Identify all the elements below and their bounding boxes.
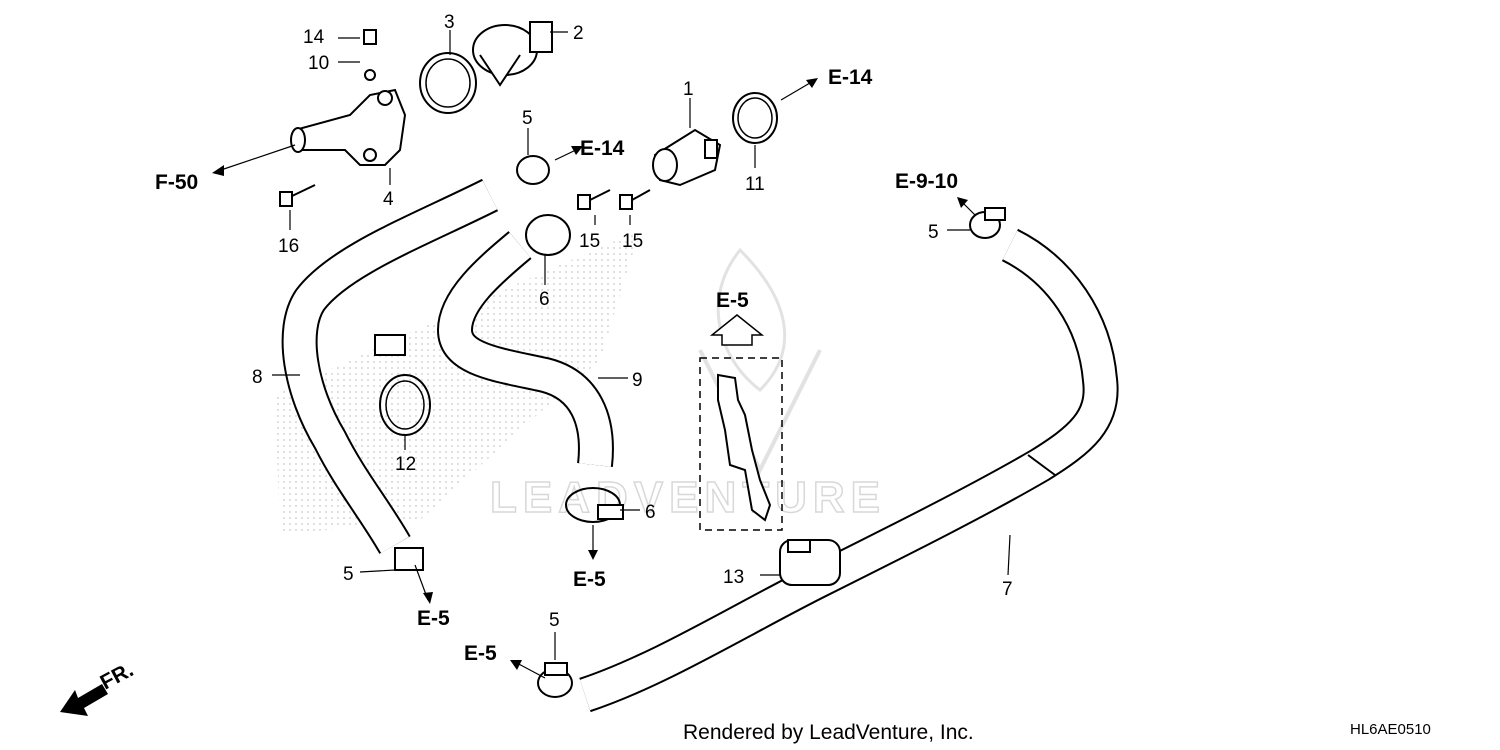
callout-11: 11: [745, 174, 765, 195]
callout-14: 14: [303, 27, 325, 48]
bracket-13: [779, 539, 841, 586]
clamp-12: [374, 334, 431, 436]
callout-5-right: 5: [928, 222, 939, 243]
hose-9: [437, 231, 614, 467]
callout-8: 8: [252, 367, 263, 388]
callout-16: 16: [278, 236, 299, 257]
o-ring-11: [732, 92, 778, 144]
callout-9: 9: [632, 370, 643, 391]
callout-12: 12: [395, 454, 416, 475]
diagram-code: HL6AE0510: [1350, 721, 1431, 738]
callout-10: 10: [308, 53, 329, 74]
thermostat-2: [472, 21, 553, 87]
ref-e5-bottom-center: E-5: [573, 568, 606, 591]
ref-e9-10: E-9-10: [895, 170, 958, 193]
bolts: [279, 184, 651, 210]
callout-6-bottom: 6: [645, 502, 656, 523]
watermark-text: LEADVENTURE: [490, 473, 886, 522]
footer-credit: Rendered by LeadVenture, Inc.: [683, 721, 974, 744]
callout-5-top: 5: [522, 108, 533, 129]
thermostat-cover-4: [290, 29, 407, 166]
callout-4: 4: [383, 189, 394, 210]
front-direction-arrow: [60, 684, 108, 716]
callout-7: 7: [1002, 579, 1013, 600]
leader-lines: [212, 30, 1011, 679]
ref-e5-bottom: E-5: [464, 642, 497, 665]
callout-1: 1: [683, 79, 694, 100]
callout-15-left: 15: [579, 231, 600, 252]
callout-6-top: 6: [539, 289, 550, 310]
joint-1: [652, 128, 722, 187]
hose-8: [281, 178, 499, 555]
callout-2: 2: [573, 23, 584, 44]
ref-e14-mid: E-14: [580, 137, 625, 160]
ref-e5-bracket: E-5: [716, 289, 749, 312]
callout-13: 13: [723, 567, 744, 588]
ref-f50: F-50: [155, 171, 198, 194]
ref-e5-left: E-5: [417, 607, 450, 630]
hose-clamps: [394, 155, 1006, 698]
callout-5-bottom: 5: [549, 610, 560, 631]
callout-5-left: 5: [343, 564, 354, 585]
ref-e14-top: E-14: [828, 66, 873, 89]
hose-7: [579, 228, 1119, 713]
callout-15-right: 15: [622, 231, 643, 252]
callout-3: 3: [444, 12, 455, 33]
gasket-3: [419, 52, 477, 114]
bracket-plate: [699, 357, 783, 531]
